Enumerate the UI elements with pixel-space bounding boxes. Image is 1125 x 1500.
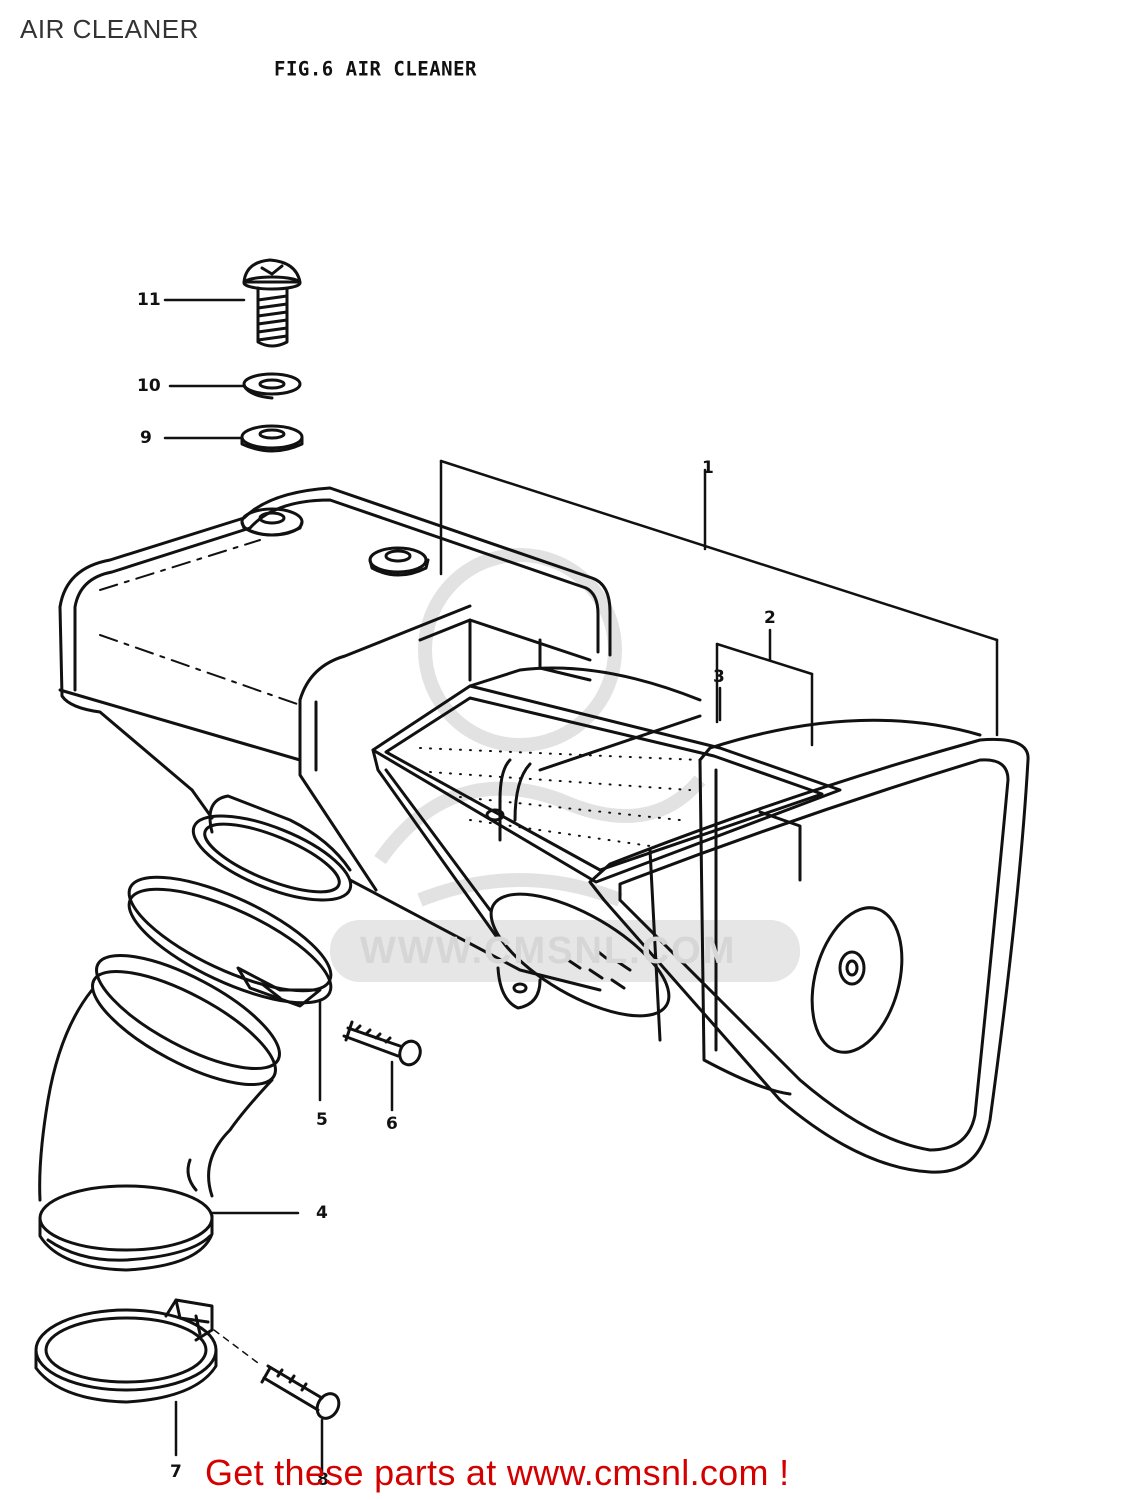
callout-6: 6 <box>386 1114 398 1134</box>
part-2-filter-element <box>373 668 840 1040</box>
figure-title: FIG.6 AIR CLEANER <box>274 57 477 81</box>
callout-2: 2 <box>764 608 776 628</box>
callout-11: 11 <box>137 290 161 310</box>
callout-4: 4 <box>316 1203 328 1223</box>
watermark-bar <box>330 920 800 982</box>
watermark-text: WWW.CMSNL.COM <box>360 930 737 972</box>
callout-7: 7 <box>170 1462 182 1482</box>
cmsnl-parts-link[interactable]: Get these parts at www.cmsnl.com ! <box>205 1452 790 1493</box>
part-6-screw <box>344 1022 424 1068</box>
part-4-intake-boot <box>40 934 294 1270</box>
part-1-air-cleaner-case <box>60 488 610 1008</box>
callout-10: 10 <box>137 376 161 396</box>
part-8-clamp-screw <box>214 1330 343 1422</box>
callout-1: 1 <box>702 458 714 478</box>
part-5-seal-band <box>115 855 345 1025</box>
part-2-bracket <box>717 630 812 745</box>
part-11-screw <box>244 260 300 346</box>
part-7-hose-clamp <box>36 1300 216 1402</box>
leader-lines <box>165 300 720 1472</box>
part-1-front-cap <box>590 720 1028 1172</box>
callout-9: 9 <box>140 428 152 448</box>
part-1-bracket <box>441 461 997 735</box>
callout-5: 5 <box>316 1110 328 1130</box>
page-title: AIR CLEANER <box>20 14 199 44</box>
callout-3: 3 <box>713 667 725 687</box>
part-9-washer <box>242 426 302 451</box>
callout-8: 8 <box>317 1470 329 1490</box>
part-10-spring-washer <box>244 374 300 398</box>
